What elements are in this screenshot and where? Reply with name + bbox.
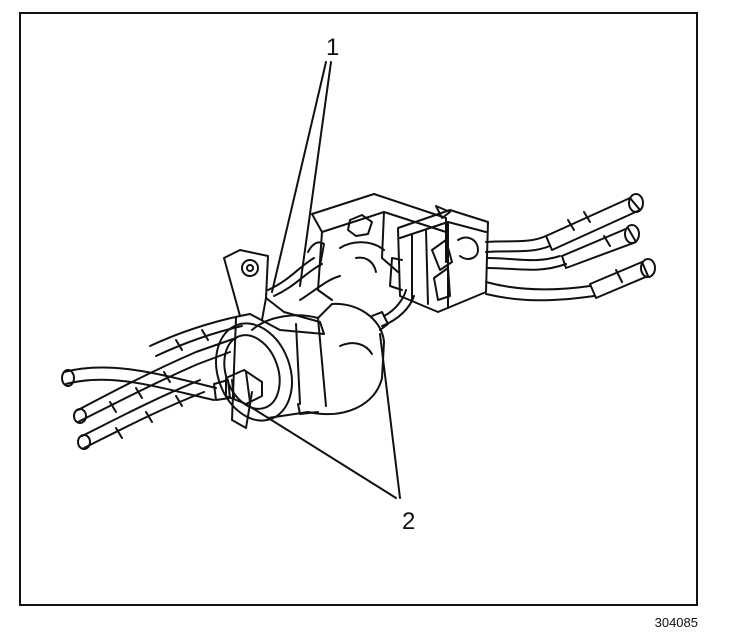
connector-block xyxy=(390,206,488,312)
fuel-filter xyxy=(203,304,388,431)
outlet-fitting xyxy=(214,370,262,404)
callout-2-leader xyxy=(246,334,400,498)
callout-1-leader xyxy=(272,62,331,292)
right-fuel-lines xyxy=(486,194,655,300)
through-fuel-lines xyxy=(268,242,414,326)
figure-number: 304085 xyxy=(654,615,698,630)
callout-label-1: 1 xyxy=(326,34,340,61)
callout-label-2: 2 xyxy=(402,508,416,535)
illustration-frame xyxy=(19,12,698,606)
front-bracket xyxy=(224,250,324,428)
left-fuel-lines xyxy=(62,316,242,449)
rear-bracket xyxy=(312,194,446,300)
